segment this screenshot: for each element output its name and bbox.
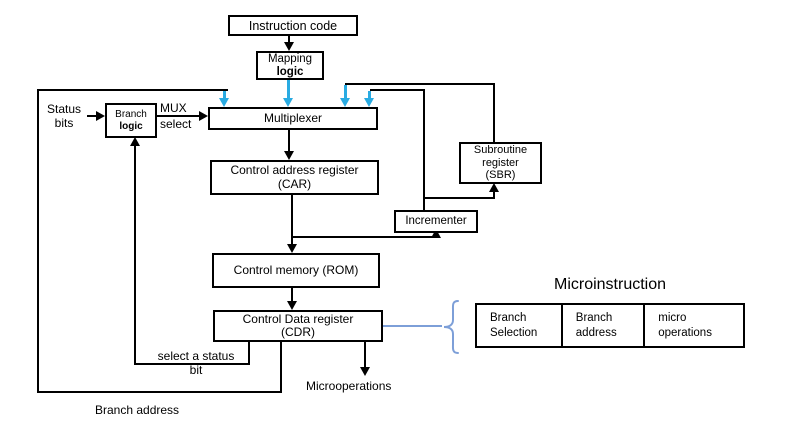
connector-branchlogic-to-mux [157,115,201,117]
connector-statusbit-up [134,146,136,365]
status-bits-line2: bits [54,115,74,130]
field-branch-address-line2: address [575,326,617,339]
connector-incrementer-up [423,89,425,212]
connector-sbr-to-mux [345,83,495,85]
sbr-box: Subroutine register (SBR) [459,142,542,184]
mapping-logic-box: Mapping logic [256,51,324,80]
multiplexer-box: Multiplexer [208,107,378,130]
branch-logic-line2: logic [119,120,143,132]
connector-statusbit-horizontal [134,363,250,365]
mapping-logic-line1: Mapping [267,52,313,65]
curly-brace-icon [443,300,459,354]
mux-input-incrementer-stem [368,91,371,99]
arrowhead-into-sbr-icon [489,183,499,192]
instruction-code-label: Instruction code [248,18,338,33]
field-branch-address-line1: Branch [575,312,613,325]
arrowhead-into-branchlogic-bottom-icon [130,137,140,146]
cdr-line1: Control Data register [242,311,354,326]
microinstruction-table: Branch Selection Branch address micro op… [475,303,745,348]
connector-incrementer-to-mux [370,89,425,91]
connector-rom-to-cdr [291,288,293,303]
connector-branch-address-bottom [37,391,282,393]
arrowhead-into-car-icon [284,151,294,160]
arrowhead-into-mux-left-icon [199,111,208,121]
arrowhead-into-incrementer-icon [431,229,441,238]
microinstruction-field-branch-selection: Branch Selection [477,305,561,346]
mux-input-incrementer-arrow-icon [364,98,374,107]
rom-label: Control memory (ROM) [233,262,359,277]
mux-select-line2: select [160,116,192,131]
cdr-box: Control Data register (CDR) [213,310,383,342]
connector-incrementer-to-sbr [423,197,495,199]
connector-branch-address-left [37,89,39,393]
connector-car-to-incrementer [291,236,438,238]
cdr-line2: (CDR) [281,325,315,339]
multiplexer-label: Multiplexer [263,110,323,125]
connector-car-to-rom [291,195,293,246]
microoperations-label: Microoperations [306,379,392,393]
field-branch-selection-line2: Selection [490,326,538,339]
mux-input-branch-address-arrow-icon [219,98,229,107]
connector-cdr-to-statusbit-drop [248,342,250,365]
mapping-logic-line2: logic [276,65,304,78]
mux-select-line1: MUX [160,101,187,115]
status-bits-label: Status bits [38,102,90,131]
mux-input-sbr-arrow-icon [340,98,350,107]
branch-logic-line1: Branch [115,109,147,121]
arrowhead-into-mapping-icon [284,42,294,51]
connector-cdr-to-microoperations [364,342,366,369]
rom-box: Control memory (ROM) [212,253,380,288]
mux-input-sbr-stem [344,85,347,99]
connector-instruction-to-mapping [288,36,290,44]
incrementer-label: Incrementer [405,215,467,228]
select-status-bit-label: select a status bit [138,349,254,378]
microinstruction-title: Microinstruction [553,276,667,293]
mux-input-branch-address-stem [223,91,226,99]
mux-input-mapping-stem [287,80,290,99]
instruction-code-box: Instruction code [228,15,358,36]
microinstruction-field-branch-address: Branch address [560,305,643,346]
field-micro-operations-line1: micro [658,312,687,325]
microinstruction-field-micro-operations: micro operations [643,305,743,346]
arrowhead-microoperations-icon [360,367,370,376]
car-box: Control address register (CAR) [210,160,379,195]
car-line2: (CAR) [277,176,312,191]
connector-sbr-output [493,83,495,144]
select-status-bit-line1: select a status [157,349,235,363]
field-branch-selection-line1: Branch [490,312,527,325]
mux-select-label: MUX select [160,101,192,132]
arrowhead-into-branchlogic-icon [96,111,105,121]
connector-statusbits-to-branchlogic [87,115,98,117]
select-status-bit-line2: bit [189,362,203,377]
connector-cdr-to-brace [383,325,442,327]
branch-logic-box: Branch logic [105,103,157,138]
sbr-line2: register [482,156,519,169]
arrowhead-into-rom-icon [287,244,297,253]
branch-address-label: Branch address [95,403,180,417]
connector-cdr-to-branch-address [280,342,282,393]
connector-mux-to-car [288,129,290,153]
arrowhead-into-cdr-icon [287,301,297,310]
sbr-line1: Subroutine [473,144,528,157]
sbr-line3: (SBR) [485,169,516,182]
connector-branch-address-top [37,89,228,91]
mux-input-mapping-arrow-icon [283,98,293,107]
car-line1: Control address register [230,162,359,177]
connector-sbr-input-stub [493,191,495,199]
field-micro-operations-line2: operations [658,326,712,339]
status-bits-line1: Status [46,102,82,116]
incrementer-box: Incrementer [394,210,478,233]
